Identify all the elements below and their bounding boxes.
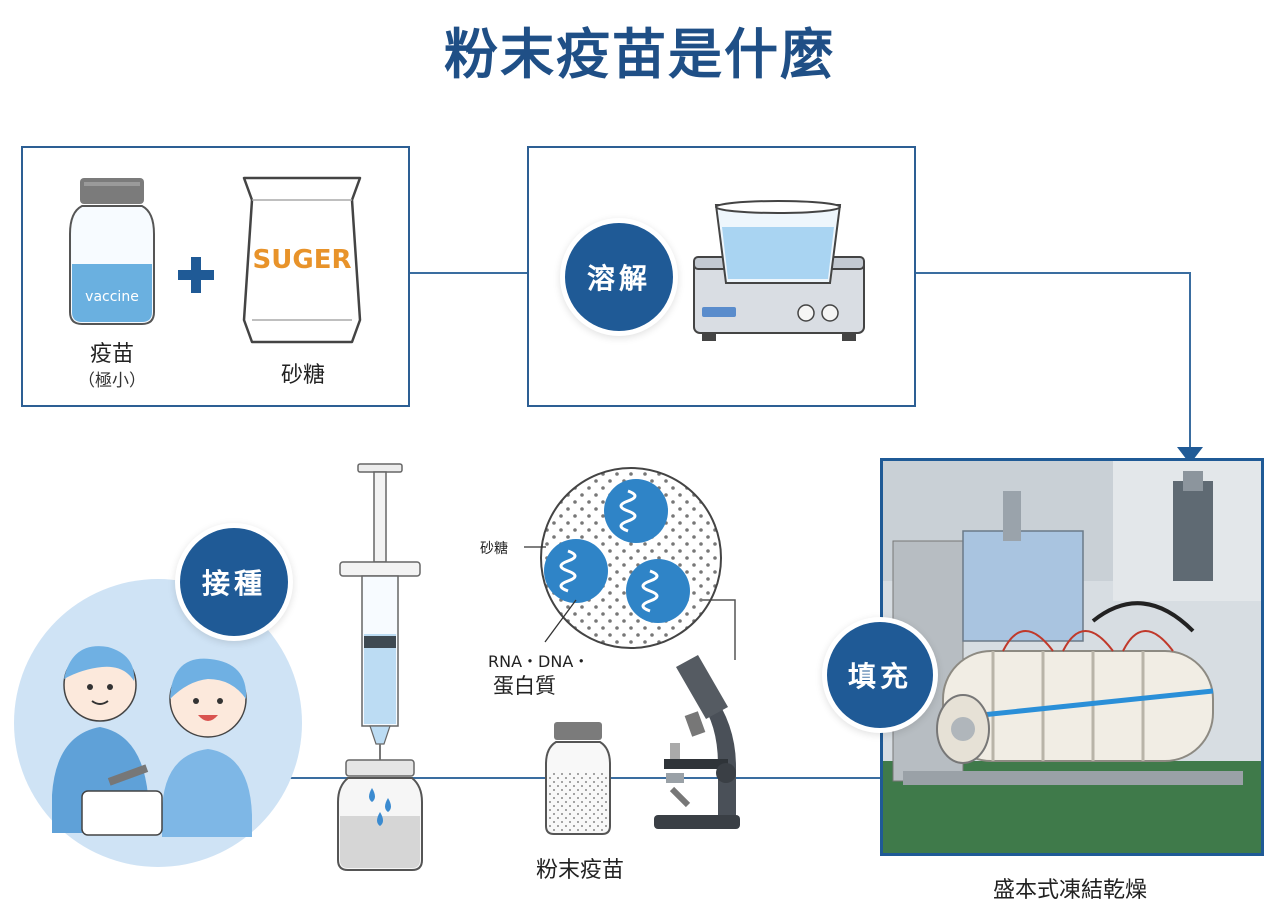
hot-plate-beaker-icon <box>693 200 865 341</box>
vaccine-bottle-icon: vaccine <box>69 178 155 325</box>
sugar-annotation: 砂糖 <box>480 541 508 557</box>
molecule-annotation-line2: 蛋白質 <box>493 674 556 698</box>
dissolve-badge: 溶解 <box>565 223 673 331</box>
powder-jar-icon <box>545 722 611 835</box>
flow-arrow-down-icon <box>1177 447 1203 464</box>
vaccine-note: （極小） <box>78 371 146 391</box>
molecule-icon-1 <box>604 479 668 543</box>
molecule-icon-3 <box>626 559 690 623</box>
annotation-leader-lines <box>524 546 577 643</box>
freeze-dryer-illustration <box>883 461 1261 853</box>
sugar-bag-label: SUGER <box>253 245 352 275</box>
microscope-icon <box>654 655 740 829</box>
powder-magnified-icon <box>540 467 722 649</box>
vaccination-badge: 接種 <box>180 528 288 636</box>
molecule-icon-2 <box>544 539 608 603</box>
molecule-annotation-line1: RNA・DNA・ <box>488 652 590 671</box>
sugar-bag-icon: SUGER <box>242 176 362 344</box>
vaccine-bottle-label: vaccine <box>85 289 139 305</box>
vaccine-label: 疫苗 <box>89 342 134 367</box>
syringe-vial-icon <box>337 463 423 871</box>
vaccination-scene-icon <box>14 579 302 867</box>
plus-icon <box>178 257 214 293</box>
freeze-dryer-photo <box>880 458 1264 856</box>
fill-badge: 填充 <box>827 622 933 728</box>
freeze-dryer-caption: 盛本式凍結乾燥 <box>992 878 1147 903</box>
sugar-label: 砂糖 <box>280 363 325 388</box>
page-title: 粉末疫苗是什麼 <box>444 23 836 86</box>
powder-vaccine-caption: 粉末疫苗 <box>535 858 624 883</box>
connector-step2-step3 <box>913 272 1191 450</box>
